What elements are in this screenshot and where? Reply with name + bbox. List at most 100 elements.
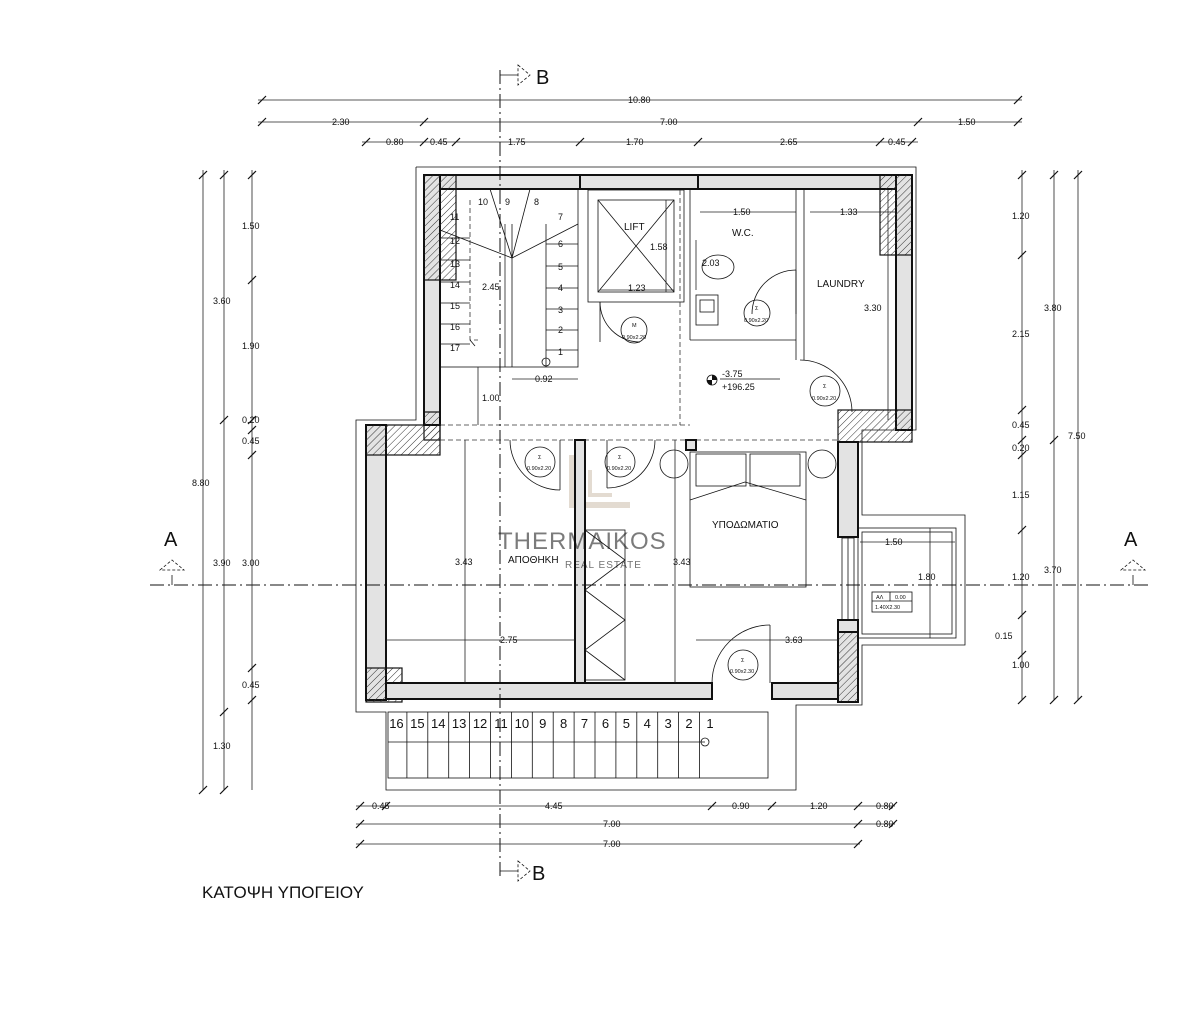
outer-stair-step-number: 4	[644, 716, 651, 731]
dim-right-mid: 3.80	[1044, 303, 1062, 313]
outer-stair-step-number: 10	[515, 716, 529, 731]
dim-balcony-depth: 1.80	[918, 572, 936, 582]
dimension-tick	[381, 801, 391, 811]
stair-step-number: 14	[450, 280, 460, 290]
dimension-tick	[693, 137, 703, 147]
dim-right-inner: 0.45	[1012, 420, 1030, 430]
outer-stair-step-number: 9	[539, 716, 546, 731]
balcony	[857, 527, 957, 639]
dimension-tick	[1017, 170, 1027, 180]
dim-right-inner: 1.00	[1012, 660, 1030, 670]
outer-stair-step-number: 15	[410, 716, 424, 731]
level-relative: +196.25	[722, 382, 755, 392]
outer-stair-step-number: 14	[431, 716, 445, 731]
stair-step-number: 7	[558, 212, 563, 222]
room-lift-label: LIFT	[624, 222, 645, 233]
inner-staircase	[439, 188, 579, 368]
dimension-tick	[247, 275, 257, 285]
stair-step-number: 10	[478, 197, 488, 207]
dim-lift-depth: 1.58	[650, 242, 668, 252]
outer-stair-step-number: 3	[665, 716, 672, 731]
dimension-tick	[575, 137, 585, 147]
dimension-tick	[707, 801, 717, 811]
dimension-tick	[355, 839, 365, 849]
dim-top-row3: 0.45	[888, 137, 906, 147]
dimension-tick	[767, 801, 777, 811]
outer-stair-step-number: 6	[602, 716, 609, 731]
dim-bottom-row3: 7.00	[603, 839, 621, 849]
dim-hall-depth: 1.00	[482, 393, 500, 403]
svg-text:0.90x2.20: 0.90x2.20	[744, 318, 768, 324]
dim-top-row3: 0.45	[430, 137, 448, 147]
stair-step-number: 2	[558, 325, 563, 335]
door-tag-bedroom	[727, 649, 759, 681]
dimension-tick	[1017, 435, 1027, 445]
dim-left-inner: 0.45	[242, 680, 260, 690]
dim-left-inner: 0.45	[242, 436, 260, 446]
dimension-tick	[247, 450, 257, 460]
section-axes: B B A A	[150, 64, 1150, 885]
stair-step-number: 8	[534, 197, 539, 207]
dim-bottom-row2: 7.00	[603, 819, 621, 829]
outer-stair-step-number: 12	[473, 716, 487, 731]
dim-wc-width: 1.50	[733, 207, 751, 217]
dimension-tick	[247, 415, 257, 425]
dim-bedroom-width: 3.63	[785, 635, 803, 645]
watermark-sub: REAL ESTATE	[565, 560, 642, 571]
svg-text:Μ: Μ	[632, 323, 637, 329]
dimension-tick	[1073, 170, 1083, 180]
svg-text:0.90x2.20: 0.90x2.20	[607, 466, 631, 472]
inner-stair-numbers: 7 6 5 4 3 2 1 10 9 8 11 12 13 14 15 16 1…	[450, 197, 563, 357]
dim-top-row3: 1.70	[626, 137, 644, 147]
level-absolute: -3.75	[722, 369, 743, 379]
dim-bottom-row1: 0.80	[876, 801, 894, 811]
dimension-tick	[1017, 650, 1027, 660]
dimension-tick	[355, 819, 365, 829]
dimension-tick	[198, 785, 208, 795]
svg-text:0.00: 0.00	[895, 595, 906, 601]
dim-stair-depth: 2.45	[482, 282, 500, 292]
dim-storage-depth: 3.43	[455, 557, 473, 567]
dimension-tick	[219, 170, 229, 180]
dim-bottom-row1: 1.20	[810, 801, 828, 811]
section-a-left-label: A	[164, 529, 178, 551]
dim-laundry-depth: 3.30	[864, 303, 882, 313]
section-b-bottom-label: B	[532, 863, 545, 885]
dim-wc-depth: 2.03	[702, 258, 720, 268]
dim-balcony-width: 1.50	[885, 537, 903, 547]
room-storage-label: ΑΠΟΘΗΚΗ	[508, 555, 559, 566]
dim-right-inner: 1.15	[1012, 490, 1030, 500]
svg-text:0.90x2.20: 0.90x2.20	[812, 396, 836, 402]
svg-text:1.40Χ2.30: 1.40Χ2.30	[875, 605, 900, 611]
stair-step-number: 6	[558, 239, 563, 249]
dimension-tick	[1017, 450, 1027, 460]
dimension-tick	[419, 117, 429, 127]
outer-stair-step-number: 16	[389, 716, 403, 731]
svg-text:ΑΛ: ΑΛ	[876, 595, 884, 601]
door-tag-wc	[743, 299, 771, 327]
stair-step-number: 12	[450, 236, 460, 246]
dimension-tick	[355, 801, 365, 811]
svg-text:0.90x2.20: 0.90x2.20	[622, 335, 646, 341]
dimension-tick	[875, 137, 885, 147]
dimension-tick	[419, 137, 429, 147]
dim-top-row3: 1.75	[508, 137, 526, 147]
dim-right-inner: 1.20	[1012, 211, 1030, 221]
room-wc-label: W.C.	[732, 228, 754, 239]
door-tag-laundry	[809, 375, 841, 407]
outer-stair-step-number: 1	[706, 716, 713, 731]
dimension-tick	[219, 415, 229, 425]
dim-right-inner: 2.15	[1012, 329, 1030, 339]
dim-lift-width: 1.23	[628, 283, 646, 293]
dim-top-row2: 2.30	[332, 117, 350, 127]
dim-bottom-row1: 4.45	[545, 801, 563, 811]
stair-step-number: 9	[505, 197, 510, 207]
level-marker: -3.75 +196.25	[706, 369, 780, 392]
svg-text:0.90x2.20: 0.90x2.20	[527, 466, 551, 472]
dimension-tick	[1017, 250, 1027, 260]
dimension-tick	[451, 137, 461, 147]
door-tag-lift	[620, 316, 648, 344]
dim-right-inner: 0.20	[1012, 443, 1030, 453]
